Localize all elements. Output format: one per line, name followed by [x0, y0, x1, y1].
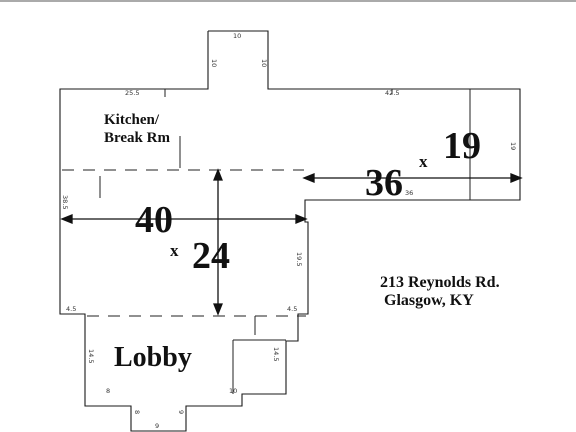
dim-wing-top: 42.5	[385, 89, 399, 97]
dim-entry-right: 9	[177, 410, 185, 414]
dim-wing-right: 19	[509, 142, 517, 150]
wing-times-label: x	[419, 152, 428, 171]
dim-entry-bottom: 9	[155, 422, 159, 430]
dim-lower-right: 4.5	[287, 305, 297, 313]
dim-main-right: 19.5	[295, 252, 303, 266]
dim-lobby-left: 14.5	[87, 349, 95, 363]
main-depth-arrow	[213, 168, 223, 316]
dim-left-wall: 38.5	[61, 195, 69, 209]
lobby-label: Lobby	[114, 342, 192, 373]
dim-entry-left: 8	[133, 410, 141, 414]
wing-depth-label: 19	[443, 125, 481, 167]
wing-width-label: 36	[365, 162, 403, 204]
wing-width-arrow	[302, 173, 523, 183]
dim-top-bump: 10	[233, 32, 241, 40]
kitchen-label-line1: Kitchen/	[104, 112, 160, 128]
kitchen-label-line2: Break Rm	[104, 130, 170, 146]
dim-bump-left: 10	[210, 59, 218, 67]
building-outline	[59, 30, 521, 432]
dim-lower-left: 4.5	[66, 305, 76, 313]
dim-wing-bottom: 36	[405, 189, 413, 197]
main-width-arrow	[60, 214, 308, 224]
main-width-label: 40	[135, 199, 173, 241]
dim-kitchen-top: 25.5	[125, 89, 139, 97]
main-times-label: x	[170, 241, 179, 260]
address-line1: 213 Reynolds Rd.	[380, 274, 500, 291]
address-line2: Glasgow, KY	[384, 292, 474, 309]
dim-lobby-bottom-left: 8	[106, 387, 110, 395]
dim-lobby-bottom-right: 10	[229, 387, 237, 395]
dim-lobby-right: 14.5	[272, 347, 280, 361]
main-depth-label: 24	[192, 235, 230, 277]
dim-bump-right: 10	[260, 59, 268, 67]
